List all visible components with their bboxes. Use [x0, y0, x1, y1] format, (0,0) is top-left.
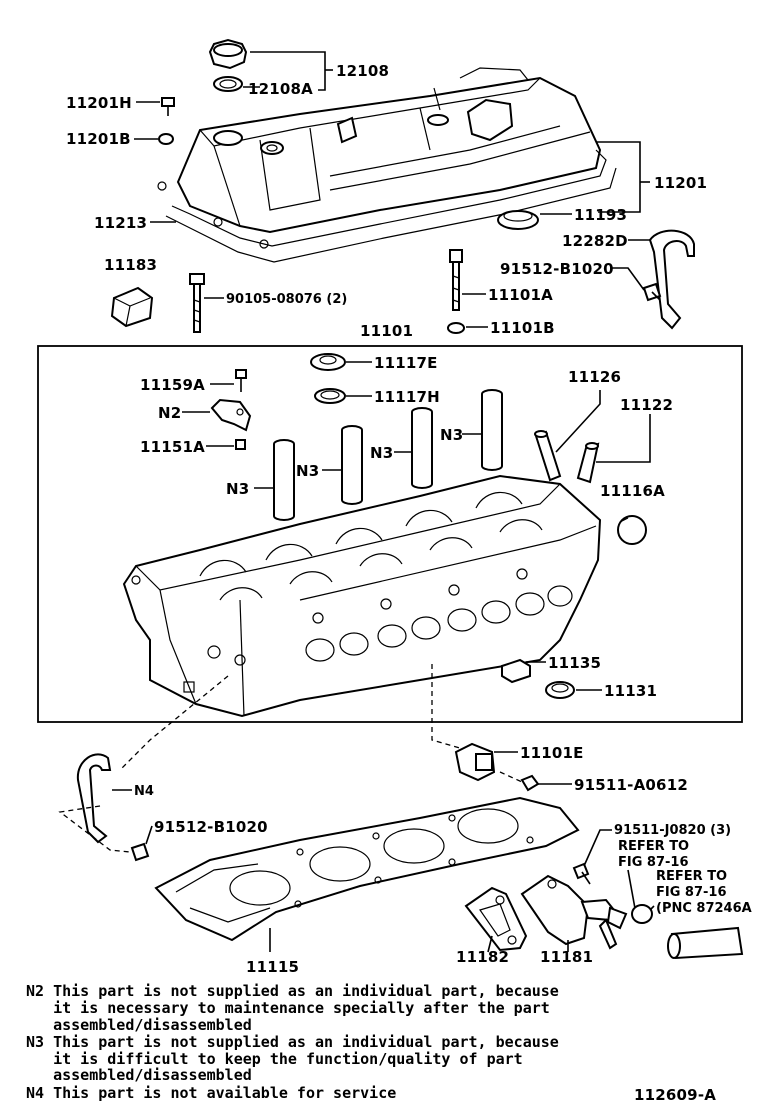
- cylinder-head-group-frame: [37, 345, 743, 723]
- label-11213: 11213: [94, 214, 147, 232]
- label-n3-3: N3: [370, 444, 393, 462]
- bearing-cap-n2[interactable]: [210, 398, 252, 432]
- note-n2-line2: it is necessary to maintenance specially…: [26, 999, 550, 1017]
- label-11135: 11135: [548, 654, 601, 672]
- note-n3-line1: N3 This part is not supplied as an indiv…: [26, 1033, 559, 1051]
- label-11101b: 11101B: [490, 319, 555, 337]
- note-n2-line1: N2 This part is not supplied as an indiv…: [26, 982, 559, 1000]
- cylinder-head-cover[interactable]: [176, 67, 602, 234]
- washer-11101b[interactable]: [447, 322, 465, 334]
- note-n2-line3: assembled/disassembled: [26, 1016, 252, 1034]
- label-11159a: 11159A: [140, 376, 205, 394]
- label-11122: 11122: [620, 396, 673, 414]
- label-12108a: 12108A: [248, 80, 313, 98]
- seal-11135[interactable]: [501, 658, 531, 684]
- sensor-11101e[interactable]: [454, 742, 496, 782]
- bolt-90105[interactable]: [189, 273, 205, 333]
- label-91511-a0612: 91511-A0612: [574, 776, 688, 794]
- label-91512-b1020-top: 91512-B1020: [500, 260, 614, 278]
- label-11115: 11115: [246, 958, 299, 976]
- label-91511-j0820: 91511-J0820 (3): [614, 823, 731, 838]
- label-91512-b1020-bottom: 91512-B1020: [154, 818, 268, 836]
- bolt-91511-a0612[interactable]: [520, 774, 540, 792]
- sleeve-n3-4[interactable]: [481, 389, 503, 471]
- water-hose[interactable]: [667, 926, 744, 960]
- label-11151a: 11151A: [140, 438, 205, 456]
- label-fig-87-16-1: FIG 87-16: [618, 855, 689, 870]
- label-12282d: 12282D: [562, 232, 628, 250]
- label-11182: 11182: [456, 948, 509, 966]
- stud-bolt-11101a[interactable]: [449, 249, 463, 311]
- label-11117e: 11117E: [374, 354, 438, 372]
- seal-11131[interactable]: [545, 681, 575, 699]
- bolt-11201h[interactable]: [161, 97, 175, 116]
- label-11181: 11181: [540, 948, 593, 966]
- label-n3-2: N3: [296, 462, 319, 480]
- sleeve-n3-2[interactable]: [341, 425, 363, 505]
- figure-id: 112609-A: [634, 1086, 716, 1104]
- label-11117h: 11117H: [374, 388, 440, 406]
- label-11201b: 11201B: [66, 130, 131, 148]
- oil-filler-cap[interactable]: [208, 38, 248, 92]
- label-11193: 11193: [574, 206, 627, 224]
- label-11183: 11183: [104, 256, 157, 274]
- engine-hanger-n4[interactable]: [76, 753, 112, 844]
- valve-guide-11122[interactable]: [576, 442, 600, 484]
- sleeve-n3-3[interactable]: [411, 407, 433, 489]
- cylinder-head[interactable]: [122, 474, 602, 718]
- label-refer-to-1: REFER TO: [618, 839, 689, 854]
- grommet-11201b[interactable]: [158, 133, 174, 145]
- water-outlet-11181[interactable]: [520, 874, 653, 950]
- seal-11193[interactable]: [497, 210, 539, 230]
- label-n3-1: N3: [226, 480, 249, 498]
- label-11101e: 11101E: [520, 744, 584, 762]
- plug-11117e[interactable]: [310, 353, 346, 371]
- label-n4: N4: [134, 784, 154, 799]
- label-11201: 11201: [654, 174, 707, 192]
- note-n4-line1: N4 This part is not available for servic…: [26, 1084, 396, 1102]
- bolt-91512-b1020-bottom[interactable]: [130, 842, 150, 862]
- sleeve-n3-1[interactable]: [273, 439, 295, 521]
- label-11126: 11126: [568, 368, 621, 386]
- note-n3-line2: it is difficult to keep the function/qua…: [26, 1050, 523, 1068]
- valve-guide-11126[interactable]: [534, 430, 562, 482]
- label-11101: 11101: [360, 322, 413, 340]
- bolt-91512-b1020-top[interactable]: [642, 282, 662, 302]
- note-n3-line3: assembled/disassembled: [26, 1066, 252, 1084]
- bracket-11182[interactable]: [464, 886, 528, 952]
- cylinder-head-gasket[interactable]: [154, 796, 580, 942]
- head-cover-gasket[interactable]: [157, 149, 617, 263]
- seal-11117h[interactable]: [314, 388, 346, 404]
- plug-11183[interactable]: [110, 286, 154, 328]
- pin-11151a[interactable]: [235, 439, 246, 450]
- bolt-91511-j0820[interactable]: [572, 862, 591, 885]
- bolt-11159a[interactable]: [235, 369, 247, 392]
- plug-11116a[interactable]: [617, 515, 647, 545]
- label-11116a: 11116A: [600, 482, 665, 500]
- label-11201h: 11201H: [66, 94, 132, 112]
- label-pnc-87246a: (PNC 87246A: [656, 901, 752, 916]
- label-fig-87-16-2: FIG 87-16: [656, 885, 727, 900]
- label-n3-4: N3: [440, 426, 463, 444]
- label-12108: 12108: [336, 62, 389, 80]
- engine-hanger-12282d[interactable]: [648, 229, 695, 330]
- label-n2: N2: [158, 404, 181, 422]
- label-11101a: 11101A: [488, 286, 553, 304]
- label-90105: 90105-08076 (2): [226, 292, 347, 307]
- label-refer-to-2: REFER TO: [656, 869, 727, 884]
- label-11131: 11131: [604, 682, 657, 700]
